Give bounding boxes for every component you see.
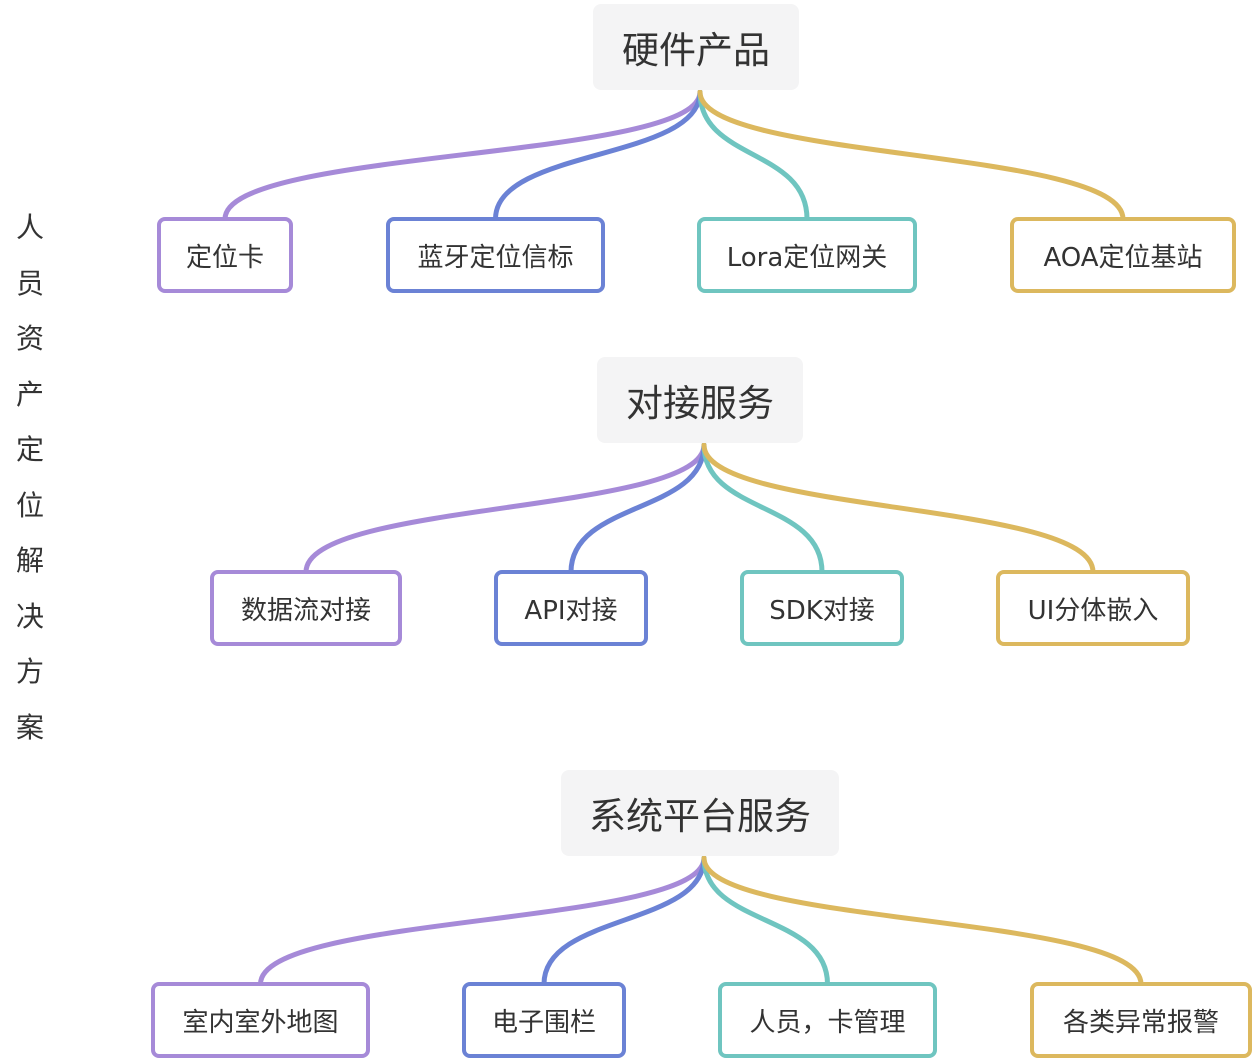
parent-node-group-1[interactable]: 硬件产品 — [593, 4, 799, 90]
parent-node-group-3[interactable]: 系统平台服务 — [561, 770, 839, 856]
connector-group-3-item-1 — [258, 855, 707, 987]
connector-group-1-item-1 — [222, 89, 703, 222]
title-char: 解 — [15, 544, 44, 577]
title-char: 定 — [15, 433, 44, 466]
child-node-group-1-item-4[interactable]: AOA定位基站 — [1010, 217, 1236, 293]
title-char: 决 — [15, 599, 44, 633]
child-node-group-3-item-3[interactable]: 人员，卡管理 — [718, 982, 937, 1058]
child-node-group-2-item-2[interactable]: API对接 — [494, 570, 648, 646]
connector-group-1-item-4 — [697, 89, 1126, 222]
connector-group-1-item-2 — [493, 89, 703, 222]
parent-node-group-2[interactable]: 对接服务 — [597, 357, 803, 443]
connector-group-3-item-2 — [541, 855, 707, 987]
connector-group-2-item-3 — [701, 442, 825, 575]
child-node-group-2-item-3[interactable]: SDK对接 — [740, 570, 904, 646]
connector-group-3-item-4 — [701, 855, 1144, 987]
connector-group-3-item-3 — [701, 855, 830, 987]
title-char: 产 — [15, 377, 44, 411]
title-char: 位 — [15, 488, 44, 522]
connector-group-2-item-4 — [701, 442, 1096, 575]
title-char: 方 — [15, 655, 44, 688]
diagram-title: 人员资产定位解决方案 — [10, 200, 50, 755]
child-node-group-1-item-1[interactable]: 定位卡 — [157, 217, 293, 293]
child-node-group-3-item-2[interactable]: 电子围栏 — [462, 982, 626, 1058]
connector-group-2-item-2 — [568, 442, 707, 575]
connector-group-1-item-3 — [697, 89, 810, 222]
child-node-group-2-item-1[interactable]: 数据流对接 — [210, 570, 402, 646]
title-char: 案 — [15, 710, 44, 744]
child-node-group-3-item-1[interactable]: 室内室外地图 — [151, 982, 370, 1058]
connector-group-2-item-1 — [303, 442, 707, 575]
title-char: 员 — [15, 266, 44, 300]
child-node-group-2-item-4[interactable]: UI分体嵌入 — [996, 570, 1190, 646]
title-char: 资 — [15, 322, 44, 355]
child-node-group-3-item-4[interactable]: 各类异常报警 — [1030, 982, 1252, 1058]
child-node-group-1-item-2[interactable]: 蓝牙定位信标 — [386, 217, 605, 293]
title-char: 人 — [15, 211, 44, 244]
child-node-group-1-item-3[interactable]: Lora定位网关 — [697, 217, 917, 293]
